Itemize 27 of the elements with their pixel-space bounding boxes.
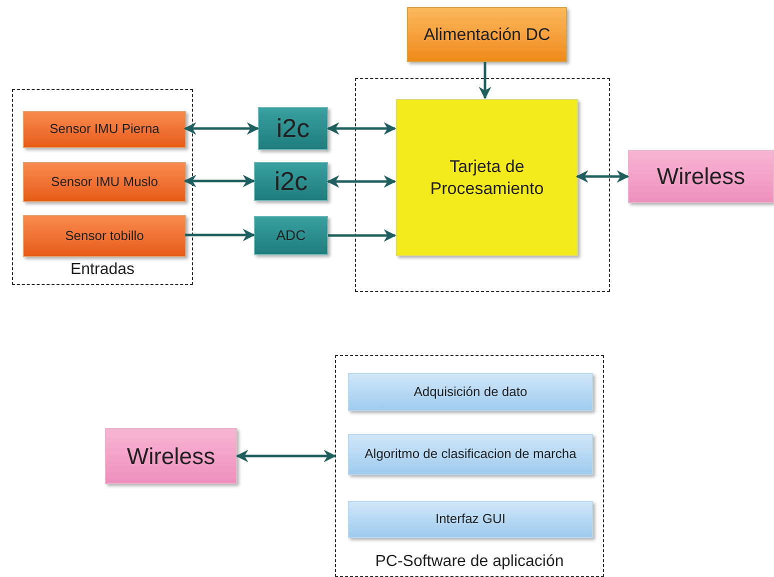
software-module-box: Interfaz GUI (348, 501, 593, 538)
software-module-box: Adquisición de dato (348, 373, 593, 411)
connector-arrow (185, 228, 256, 242)
interface-box: i2c (258, 107, 328, 150)
interface-box: ADC (254, 216, 328, 255)
connector-arrow (326, 175, 396, 188)
group-frame (335, 355, 604, 577)
group-label: Entradas (69, 260, 136, 280)
wireless-box: Wireless (105, 428, 237, 484)
group-frame (355, 78, 610, 292)
wireless-box: Wireless (628, 150, 774, 203)
processing-board-box: Tarjeta de Procesamiento (396, 99, 578, 256)
software-module-box: Algoritmo de clasificacion de marcha (348, 434, 593, 475)
power-supply-box: Alimentación DC (407, 7, 567, 62)
connector-arrow (576, 170, 630, 183)
connector-arrow (478, 62, 492, 100)
group-label: PC-Software de aplicación (374, 552, 565, 572)
connector-arrow (328, 229, 396, 242)
connector-arrow (326, 122, 396, 135)
interface-box: i2c (254, 162, 328, 201)
connector-arrow (184, 122, 260, 135)
connector-arrow (184, 174, 256, 188)
sensor-box: Sensor tobillo (23, 215, 186, 257)
sensor-box: Sensor IMU Pierna (23, 111, 186, 148)
connector-arrow (236, 450, 336, 462)
group-frame (12, 89, 193, 285)
sensor-box: Sensor IMU Muslo (23, 162, 186, 202)
